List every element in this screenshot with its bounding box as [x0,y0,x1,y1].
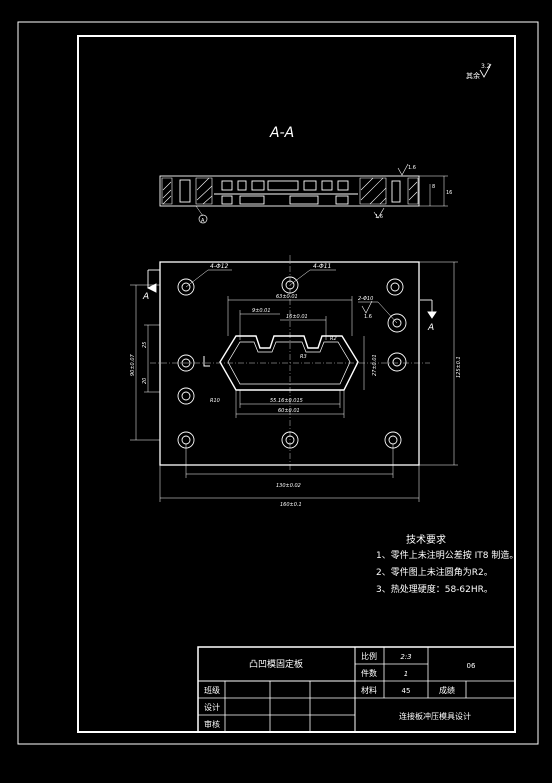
tech-note-2: 2、零件图上未注圆角为R2。 [376,568,493,578]
material-value: 45 [402,687,411,695]
design-label: 设计 [204,702,220,712]
tech-note-3: 3、热处理硬度：58-62HR。 [376,585,493,595]
dim-bottom-overall-1: 130±0.02 [276,483,301,489]
section-marker-left: A [142,292,149,302]
class-label: 班级 [204,685,220,695]
project-name: 连接板冲压模具设计 [399,711,471,721]
tech-notes-title: 技术要求 [406,535,446,546]
roughness-symbol-top: 其余 3.2 [466,63,492,80]
material-label: 材料 [361,685,377,695]
dim-step-mid: 16±0.01 [286,314,308,320]
svg-text:3.2: 3.2 [481,63,491,70]
part-name: 凸凹模固定板 [249,658,303,670]
section-label: A-A [269,125,294,141]
score-label: 成绩 [439,685,455,695]
scale-label: 比例 [361,651,377,661]
section-view [159,163,448,224]
scale-value: 2:3 [400,653,411,661]
plan-dimension-labels: 4-Φ12 4-Φ11 63±0.01 9±0.01 16±0.01 R2 R3… [130,263,462,508]
section-dim-h-small: 8 [432,184,435,190]
title-block-text: 凸凹模固定板 比例 2:3 件数 1 06 班级 材料 45 成绩 设计 审核 … [204,651,476,729]
dim-radius-pocket: R3 [300,354,307,360]
outer-frame [17,21,539,745]
drawing-no: 06 [467,662,476,670]
dim-right-overall: 125±0.1 [456,356,462,378]
plan-view [130,255,458,502]
dim-hole-right: 2-Φ10 [358,296,373,302]
qty-value: 1 [404,670,408,678]
section-roughness-bottom: 1.6 [375,214,383,220]
qty-label: 件数 [361,668,377,678]
dim-left-height-2: 20 [142,378,148,384]
dim-bottom-inner-1: 55.16±0.015 [270,398,303,404]
dim-radius-corner: R10 [210,398,220,404]
section-dim-h-total: 16 [446,190,452,196]
dim-step-left: 9±0.01 [252,308,271,314]
section-balloon-label: A [201,218,205,224]
dim-left-overall: 90±0.07 [130,353,136,376]
dim-right-height-1: 27±0.01 [372,354,378,376]
dim-right-roughness: 1.6 [364,314,372,320]
dim-pocket-width: 63±0.01 [276,294,298,300]
tech-note-1: 1、零件上未注明公差按 IT8 制造。 [376,551,519,561]
dim-radius-small: R2 [330,336,337,342]
section-marker-right: A [427,323,434,333]
svg-text:其余: 其余 [466,71,480,80]
dim-hole-top-mid: 4-Φ11 [313,263,331,270]
dim-hole-top-left: 4-Φ12 [210,263,229,270]
section-roughness-right: 1.6 [408,165,416,171]
dim-left-height-1: 25 [142,342,148,348]
dim-bottom-inner-2: 60±0.01 [278,408,300,414]
title-block [197,646,516,733]
review-label: 审核 [204,719,220,729]
dim-bottom-overall-2: 160±0.1 [280,502,302,508]
